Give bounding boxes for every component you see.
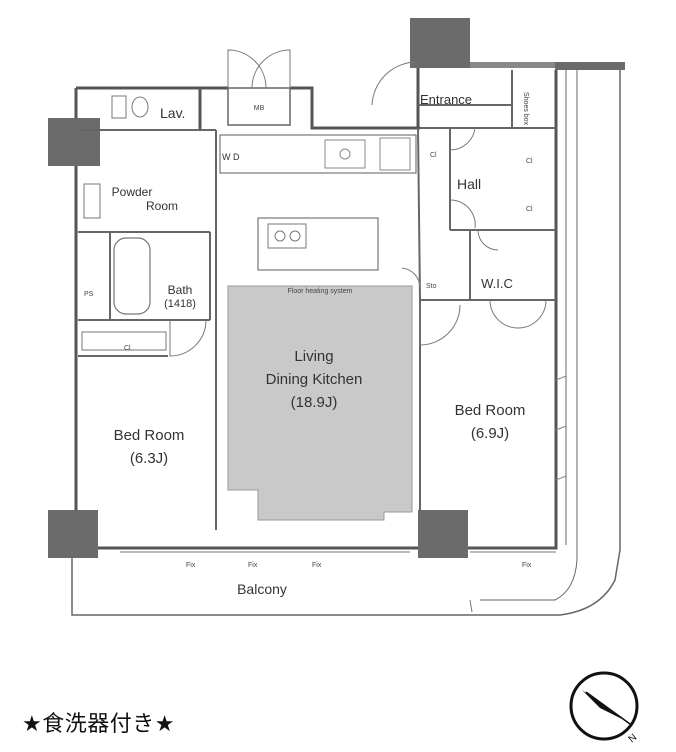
fix-window-a: Fix [186, 562, 196, 569]
column-top [410, 18, 470, 68]
column-bottom-middle [418, 510, 468, 558]
powder-room-label-2: Room [146, 199, 178, 213]
bedroom-left-size-label: (6.3J) [130, 450, 168, 467]
entrance-label: Entrance [420, 92, 472, 107]
floor-heating-area [227, 285, 413, 521]
bath-label: Bath [168, 283, 193, 297]
closet-label-b: Cl [526, 206, 533, 213]
floor-plan: Lav. Entrance Hall Powder Room Bath (141… [48, 18, 625, 616]
storage-label: Sto [426, 283, 437, 290]
floor-heating-label: Floor heating system [288, 288, 353, 295]
balcony-label: Balcony [237, 581, 287, 597]
bedroom-right-size-label: (6.9J) [471, 425, 509, 442]
ldk-label-1: Living [294, 348, 333, 365]
bath-size-label: (1418) [164, 298, 196, 310]
bedroom-left-label: Bed Room [114, 427, 185, 444]
mb-label: MB [254, 105, 265, 112]
dishwasher-note: ★食洗器付き★ [22, 712, 175, 737]
ldk-size-label: (18.9J) [291, 394, 338, 411]
pipe-space-label: PS [84, 291, 94, 298]
washer-dryer-label: W D [222, 152, 240, 162]
powder-room-label: Powder [112, 185, 153, 199]
fix-window-d: Fix [522, 562, 532, 569]
column-top-left [48, 118, 100, 166]
north-label: N [627, 732, 640, 745]
lav-label: Lav. [160, 105, 185, 121]
fix-window-c: Fix [312, 562, 322, 569]
north-compass-icon: N [569, 671, 640, 745]
hall-label: Hall [457, 176, 481, 192]
shoes-box-label: Shoes box [522, 92, 529, 126]
bedroom-right-label: Bed Room [455, 402, 526, 419]
wic-label: W.I.C [481, 276, 513, 291]
closet-label-d: Cl [124, 345, 131, 352]
fix-window-b: Fix [248, 562, 258, 569]
ldk-label-2: Dining Kitchen [266, 371, 363, 388]
closet-label-a: Cl [526, 158, 533, 165]
column-bottom-left [48, 510, 98, 558]
closet-label-c: Cl [430, 152, 437, 159]
